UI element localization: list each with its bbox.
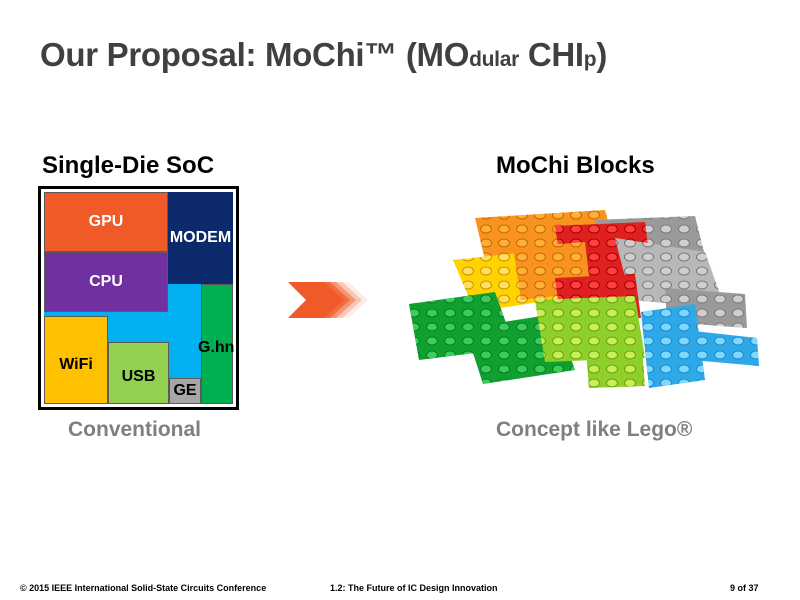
modem-block: MODEM	[168, 192, 233, 284]
title-prefix: Our Proposal: MoChi™ (MO	[40, 36, 470, 73]
title-p: p	[583, 48, 597, 71]
title-close: )	[596, 36, 608, 73]
ge-block: GE	[169, 378, 201, 404]
cpu-block: CPU	[44, 252, 168, 312]
footer-session: 1.2: The Future of IC Design Innovation	[330, 583, 498, 593]
soc-heading: Single-Die SoC	[42, 152, 215, 179]
footer-copyright: © 2015 IEEE International Solid-State Ci…	[20, 583, 267, 593]
ge-label: GE	[173, 382, 197, 399]
ghn-block	[201, 284, 233, 404]
arrow-right-icon	[288, 280, 372, 320]
usb-label: USB	[121, 368, 156, 385]
lego-bricks-image	[405, 208, 765, 398]
gpu-label: GPU	[88, 213, 124, 230]
ghn-label: G.hn	[198, 339, 235, 356]
gpu-block: GPU	[44, 192, 168, 252]
soc-die-area: GPU MODEM CPU G.hn WiFi USB GE	[44, 192, 235, 404]
lego-caption: Concept like Lego®	[496, 418, 693, 441]
cpu-label: CPU	[89, 273, 123, 290]
wifi-label: WiFi	[59, 356, 93, 373]
soc-diagram: GPU MODEM CPU G.hn WiFi USB GE	[38, 186, 239, 410]
mochi-heading: MoChi Blocks	[496, 152, 655, 179]
modem-label: MODEM	[169, 229, 232, 246]
slide-title: Our Proposal: MoChi™ (MOdular CHIp)	[40, 36, 607, 74]
conventional-caption: Conventional	[68, 418, 202, 441]
title-dular: dular	[469, 48, 519, 71]
wifi-block: WiFi	[44, 316, 108, 404]
usb-block: USB	[108, 342, 169, 404]
title-chi: CHI	[518, 36, 584, 73]
footer-page-number: 9 of 37	[730, 583, 759, 593]
